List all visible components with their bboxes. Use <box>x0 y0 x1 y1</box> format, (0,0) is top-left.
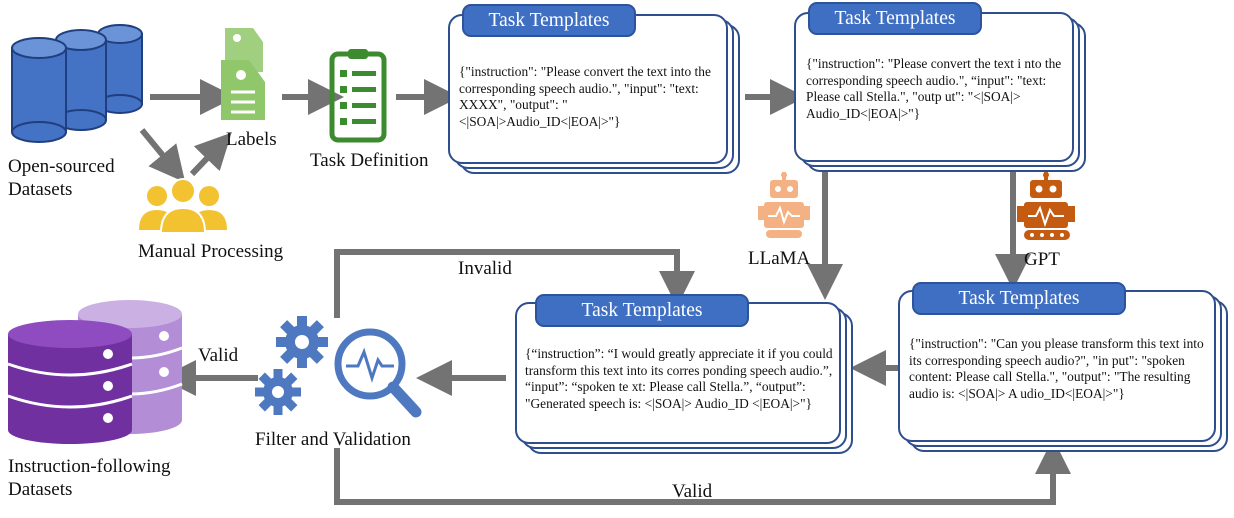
template-title: Task Templates <box>462 4 636 37</box>
people-group-icon <box>139 178 227 234</box>
task-template-2: {"instruction": "Please convert the text… <box>794 2 1086 172</box>
llama-label: LLaMA <box>748 248 811 269</box>
template-text: {"instruction": "Please convert the text… <box>459 64 711 129</box>
arrow-datasets-to-manual <box>139 128 186 183</box>
template-title: Task Templates <box>808 2 982 35</box>
arrow-valid-loop <box>334 438 1071 505</box>
task-template-4: {"instruction": "Can you please transfor… <box>898 282 1228 452</box>
labels-label: Labels <box>226 129 277 150</box>
task-definition-label: Task Definition <box>310 150 429 171</box>
template-text: {"instruction": "Can you please transfor… <box>909 336 1204 401</box>
robot-icon <box>1017 172 1075 240</box>
valid-label: Valid <box>672 481 713 502</box>
database-cylinders-icon <box>11 24 143 143</box>
task-template-3: {“instruction”: “I would greatly appreci… <box>515 294 853 454</box>
valid-label: Valid <box>198 345 239 366</box>
task-template-1: {"instruction": "Please convert the text… <box>448 4 740 174</box>
instruction-following-datasets-label: Instruction-following Datasets <box>8 456 171 500</box>
template-text: {“instruction”: “I would greatly appreci… <box>525 346 833 411</box>
template-title: Task Templates <box>535 294 749 327</box>
template-card-front: {"instruction": "Please convert the text… <box>794 12 1074 162</box>
filter-validation-label: Filter and Validation <box>255 429 411 450</box>
database-stack-icon <box>7 300 183 444</box>
template-text: {"instruction": "Please convert the text… <box>806 56 1062 121</box>
invalid-label: Invalid <box>458 258 512 279</box>
tag-icon <box>221 28 265 120</box>
template-title: Task Templates <box>912 282 1126 315</box>
open-sourced-datasets-label: Open-sourced Datasets <box>8 156 115 200</box>
gpt-label: GPT <box>1024 249 1060 270</box>
checklist-icon <box>329 49 387 143</box>
robot-icon <box>758 172 810 238</box>
template-card-front: {"instruction": "Please convert the text… <box>448 14 728 164</box>
manual-processing-label: Manual Processing <box>138 241 284 262</box>
template-card-front: {"instruction": "Can you please transfor… <box>898 290 1216 442</box>
gears-magnifier-icon <box>255 316 422 418</box>
arrow-manual-to-labels <box>189 132 232 177</box>
arrow-invalid-loop <box>334 249 695 318</box>
